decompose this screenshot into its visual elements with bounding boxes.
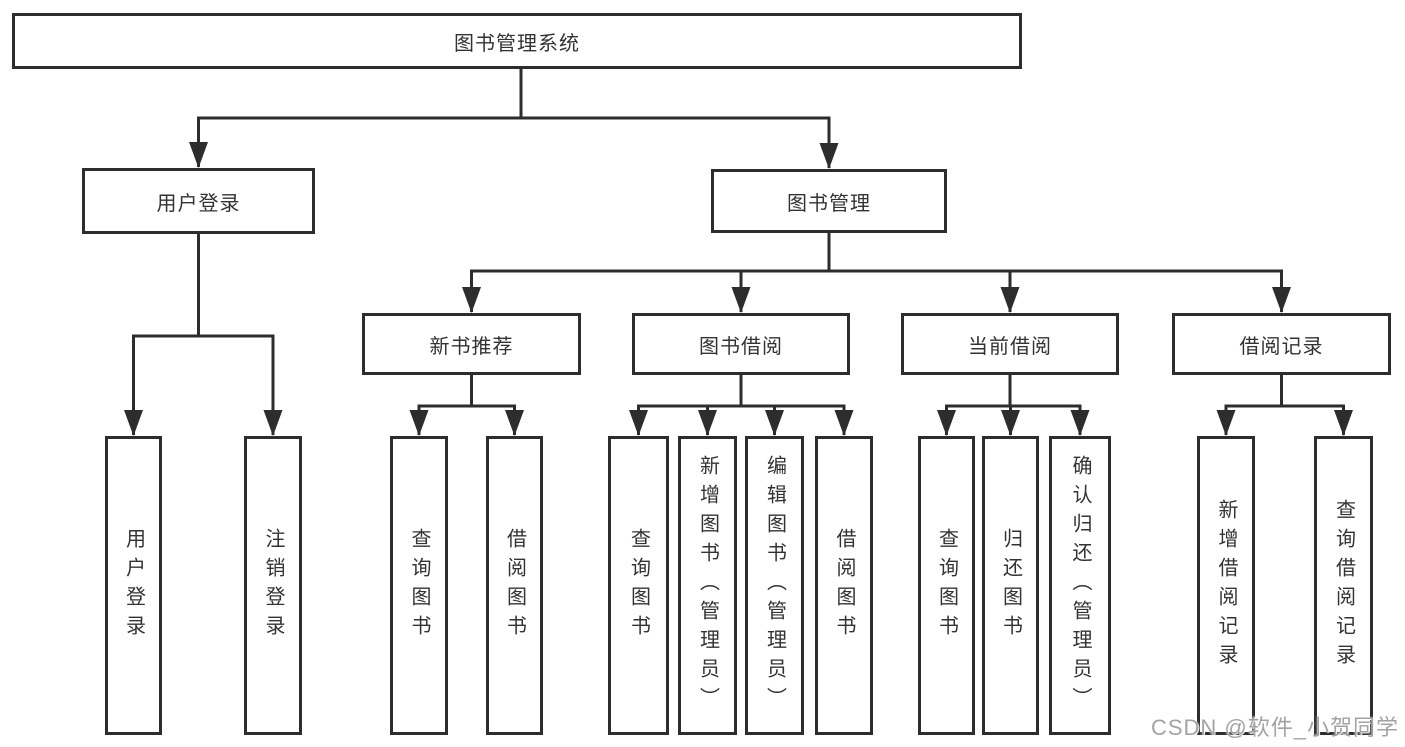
leaf-return-books: 归还图书 bbox=[982, 436, 1039, 735]
leaf-add-borrow-record: 新增借阅记录 bbox=[1197, 436, 1255, 735]
leaf-borrow-books-recommend: 借阅图书 bbox=[486, 436, 543, 735]
leaf-borrow-books-borrowing: 借阅图书 bbox=[815, 436, 873, 735]
node-book-management: 图书管理 bbox=[711, 169, 947, 233]
node-new-book-recommendation: 新书推荐 bbox=[362, 313, 581, 375]
node-book-borrowing: 图书借阅 bbox=[632, 313, 850, 375]
leaf-add-books-admin: 新增图书（管理员） bbox=[678, 436, 737, 735]
node-user-login: 用户登录 bbox=[82, 168, 315, 234]
node-current-borrowing: 当前借阅 bbox=[901, 313, 1119, 375]
leaf-query-books-borrowing: 查询图书 bbox=[608, 436, 669, 735]
leaf-logout: 注销登录 bbox=[244, 436, 302, 735]
watermark: CSDN @软件_小贺同学 bbox=[1150, 715, 1399, 740]
leaf-confirm-return-admin: 确认归还（管理员） bbox=[1049, 436, 1111, 735]
leaf-query-books-current: 查询图书 bbox=[918, 436, 975, 735]
leaf-edit-books-admin: 编辑图书（管理员） bbox=[745, 436, 804, 735]
node-library-management-system: 图书管理系统 bbox=[12, 13, 1022, 69]
node-borrowing-records: 借阅记录 bbox=[1172, 313, 1391, 375]
leaf-query-borrow-record: 查询借阅记录 bbox=[1314, 436, 1373, 735]
leaf-query-books-recommend: 查询图书 bbox=[390, 436, 448, 735]
leaf-user-login: 用户登录 bbox=[105, 436, 162, 735]
